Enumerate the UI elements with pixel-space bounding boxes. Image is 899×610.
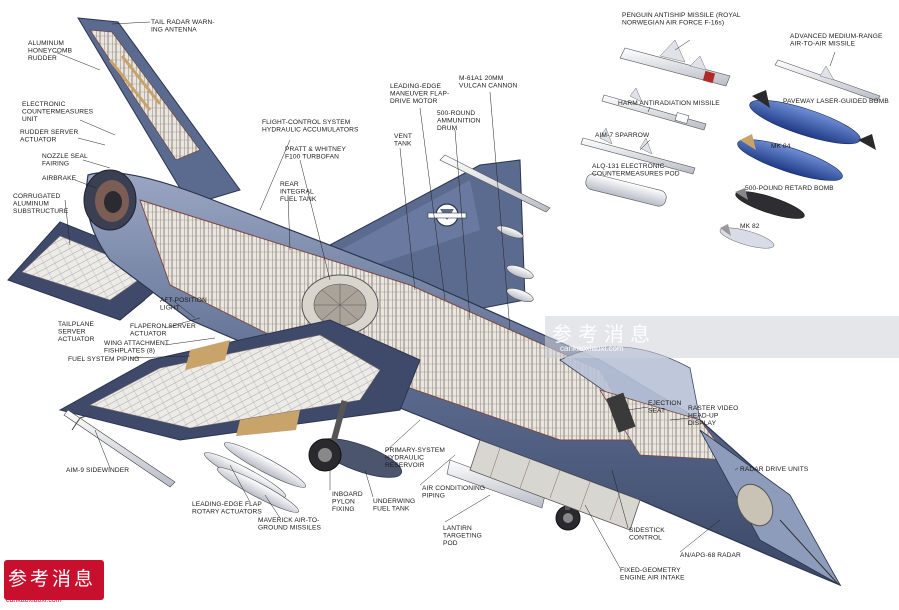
penguin-missile [619, 39, 731, 87]
watermark-text: 参考消息 [552, 324, 656, 346]
paveway-bomb [749, 90, 876, 150]
label-sidewinder: AIM-9 SIDEWINDER [66, 467, 129, 474]
label-maverick: MAVERICK AIR-TO-GROUND MISSILES [258, 517, 322, 531]
leader-lines [54, 21, 836, 569]
engine-air-intake [469, 439, 641, 531]
harm-missile [601, 87, 707, 131]
watermark-url: cankaoxiaoxi.com [560, 344, 624, 353]
sparrow-missile [580, 127, 696, 175]
label-airbrake: AIRBRAKE [42, 175, 77, 182]
label-mk84: MK 84 [771, 143, 791, 150]
label-harm: HARM ANTIRADIATION MISSILE [618, 100, 720, 107]
mk82-bomb [719, 224, 775, 249]
label-radar: AN/APG-68 RADAR [680, 552, 741, 559]
label-mk82: MK 82 [740, 223, 760, 230]
rudder-cutaway [89, 29, 201, 161]
label-fuel-piping: FUEL SYSTEM PIPING [68, 356, 140, 363]
amraam-missile [774, 59, 881, 102]
label-retard: 500-POUND RETARD BOMB [745, 185, 834, 192]
label-tail-radar: TAIL RADAR WARN-ING ANTENNA [151, 19, 215, 33]
ejection-seat [606, 392, 636, 433]
watermark-band [545, 316, 899, 358]
radar-antenna [736, 483, 774, 527]
alq131-pod [585, 173, 667, 207]
site-logo-text[interactable]: 参考消息 [8, 568, 97, 590]
fuselage-cutaway [139, 199, 641, 441]
wingtip-rail-missile [439, 154, 551, 213]
sidewinder-missile [63, 409, 176, 488]
site-logo-url[interactable]: cankaoxiaoxi.com [6, 597, 62, 604]
mk84-bomb [737, 134, 843, 181]
site-logo[interactable] [4, 560, 104, 600]
retard-bomb [735, 188, 805, 219]
aircraft [7, 17, 842, 587]
label-paveway: PAVEWAY LASER-GUIDED BOMB [783, 98, 889, 105]
weapons-panel [580, 39, 881, 249]
label-radar-drive: RADAR DRIVE UNITS [740, 466, 809, 473]
label-sparrow: AIM-7 SPARROW [595, 132, 650, 139]
